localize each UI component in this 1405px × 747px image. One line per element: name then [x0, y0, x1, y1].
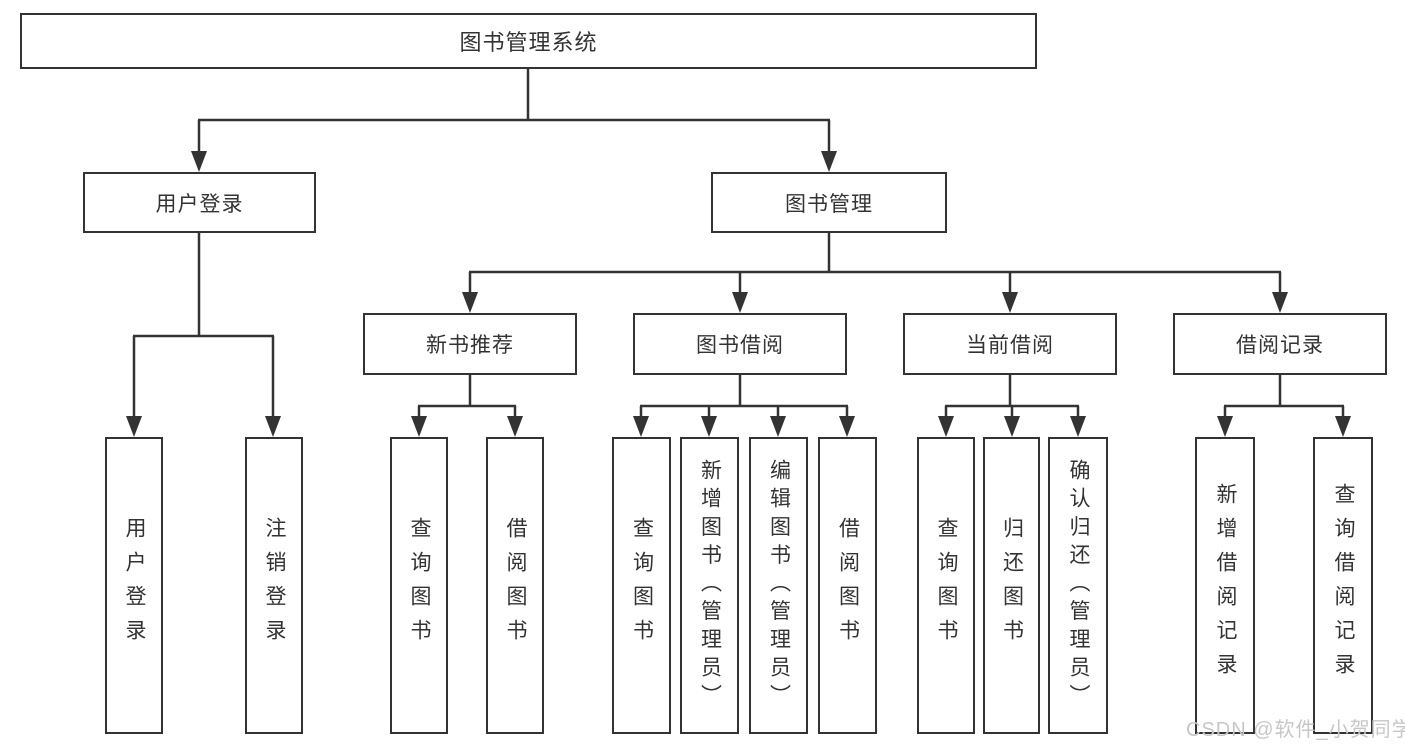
node-label: 当前借阅 — [966, 334, 1054, 357]
leaf-return-book: 归还图书 — [983, 437, 1040, 734]
node-book-management: 图书管理 — [711, 172, 947, 233]
node-label: 图书管理系统 — [459, 30, 598, 55]
leaf-label: 确认归还（管理员） — [1067, 458, 1090, 713]
node-label: 借阅记录 — [1236, 334, 1324, 357]
leaf-label: 编辑图书（管理员） — [767, 458, 791, 713]
leaf-borrow-book-recommend: 借阅图书 — [486, 437, 544, 734]
leaf-add-book-admin: 新增图书（管理员） — [680, 437, 739, 734]
node-library-management-system: 图书管理系统 — [20, 13, 1037, 69]
leaf-user-login: 用户登录 — [105, 437, 163, 734]
node-user-login: 用户登录 — [83, 172, 316, 233]
leaf-query-book-current: 查询图书 — [917, 437, 975, 734]
leaf-label: 借阅图书 — [504, 517, 527, 654]
node-current-borrowing: 当前借阅 — [903, 313, 1117, 375]
leaf-label: 归还图书 — [1000, 517, 1024, 654]
leaf-logout: 注销登录 — [245, 437, 303, 734]
arrow-down-icons — [126, 151, 1351, 437]
node-label: 新书推荐 — [426, 334, 514, 357]
leaf-label: 查询图书 — [935, 517, 958, 654]
node-label: 图书管理 — [785, 192, 873, 216]
leaf-label: 查询图书 — [408, 517, 431, 654]
leaf-label: 查询借阅记录 — [1332, 483, 1355, 688]
leaf-borrow-book: 借阅图书 — [818, 437, 877, 734]
leaf-add-borrow-record: 新增借阅记录 — [1195, 437, 1255, 734]
csdn-watermark: CSDN @软件_小贺同学 — [1186, 719, 1405, 741]
node-label: 图书借阅 — [696, 334, 784, 357]
node-new-book-recommendation: 新书推荐 — [363, 313, 577, 375]
node-borrowing-records: 借阅记录 — [1173, 313, 1387, 375]
leaf-label: 借阅图书 — [836, 517, 860, 654]
leaf-query-book-recommend: 查询图书 — [390, 437, 448, 734]
leaf-confirm-return-admin: 确认归还（管理员） — [1048, 437, 1108, 734]
leaf-label: 新增借阅记录 — [1214, 483, 1237, 688]
leaf-edit-book-admin: 编辑图书（管理员） — [749, 437, 808, 734]
leaf-query-book-borrow: 查询图书 — [612, 437, 671, 734]
leaf-label: 新增图书（管理员） — [698, 458, 722, 713]
node-label: 用户登录 — [155, 192, 244, 216]
leaf-query-borrow-record: 查询借阅记录 — [1313, 437, 1373, 734]
leaf-label: 用户登录 — [123, 517, 146, 654]
node-book-borrowing: 图书借阅 — [633, 313, 847, 375]
leaf-label: 注销登录 — [263, 517, 286, 654]
leaf-label: 查询图书 — [630, 517, 654, 654]
